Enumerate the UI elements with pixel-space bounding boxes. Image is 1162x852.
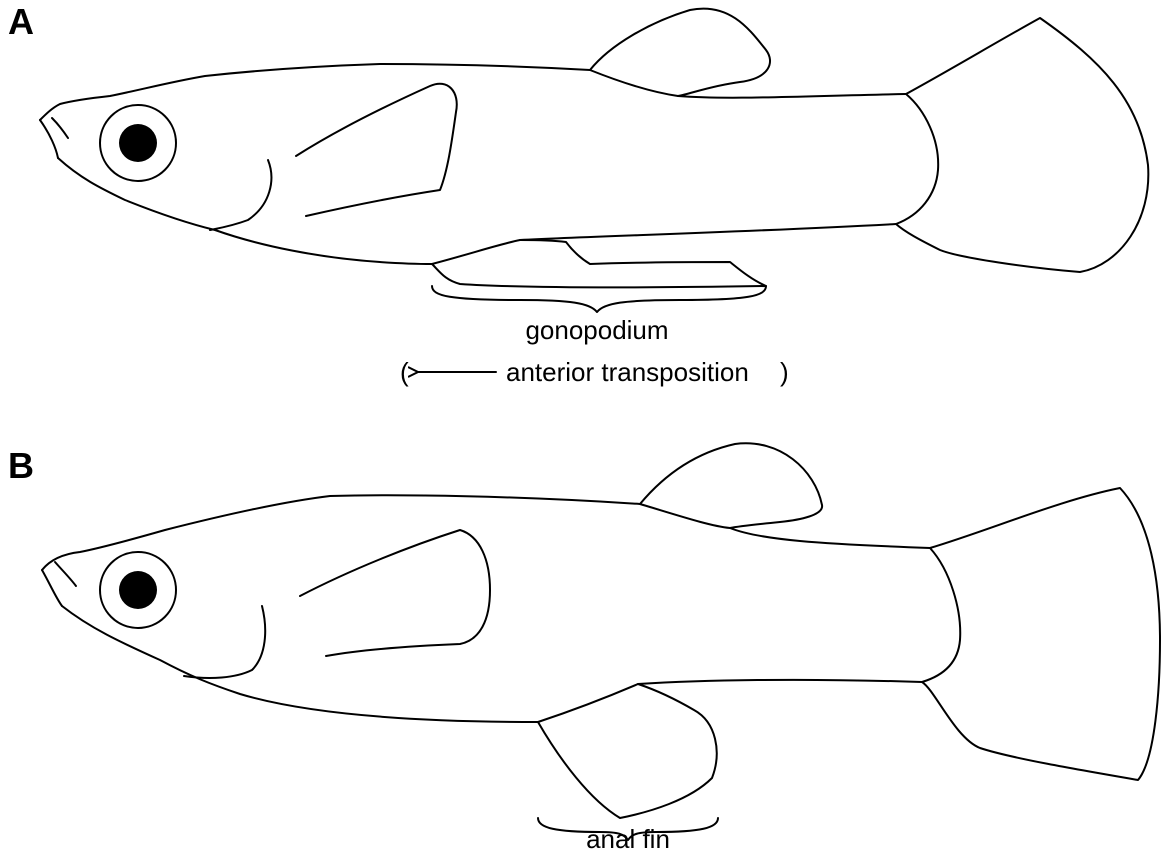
female-dorsal-outline — [42, 495, 640, 570]
female-operculum — [184, 606, 265, 678]
male-fish — [40, 9, 1148, 288]
panel-a-label: A — [8, 1, 34, 42]
female-pectoral-fin — [300, 530, 490, 656]
female-back-line — [640, 504, 930, 548]
female-pupil — [119, 571, 157, 609]
transposition-note: anterior transposition — [506, 357, 749, 387]
male-dorsal-fin — [590, 9, 770, 96]
male-dorsal-outline — [40, 64, 590, 120]
note-close-paren: ) — [780, 357, 789, 387]
female-ventral-outline — [62, 606, 538, 722]
male-ventral-outline — [58, 158, 432, 264]
note-open-paren: ( — [400, 357, 409, 387]
male-pectoral-fin — [296, 84, 457, 216]
gonopodium-label: gonopodium — [525, 315, 668, 345]
anal-fin-label: anal fin — [586, 824, 670, 852]
female-belly-line — [538, 680, 922, 722]
female-caudal-fin — [922, 488, 1160, 780]
male-mouth — [40, 118, 68, 158]
male-peduncle-edge — [896, 94, 938, 224]
panel-b: B — [8, 443, 1160, 852]
gonopodium-brace — [432, 286, 766, 312]
male-belly-line — [432, 224, 896, 264]
gonopodium — [432, 240, 766, 287]
female-peduncle-edge — [922, 548, 960, 682]
female-dorsal-fin — [640, 443, 822, 528]
anal-fin — [538, 684, 717, 818]
male-back-line — [590, 70, 906, 98]
male-caudal-fin — [896, 18, 1148, 272]
female-fish — [42, 443, 1160, 818]
male-operculum — [210, 160, 271, 230]
panel-a: A — [8, 1, 1148, 387]
panel-b-label: B — [8, 445, 34, 486]
female-mouth — [42, 562, 76, 606]
male-pupil — [119, 124, 157, 162]
